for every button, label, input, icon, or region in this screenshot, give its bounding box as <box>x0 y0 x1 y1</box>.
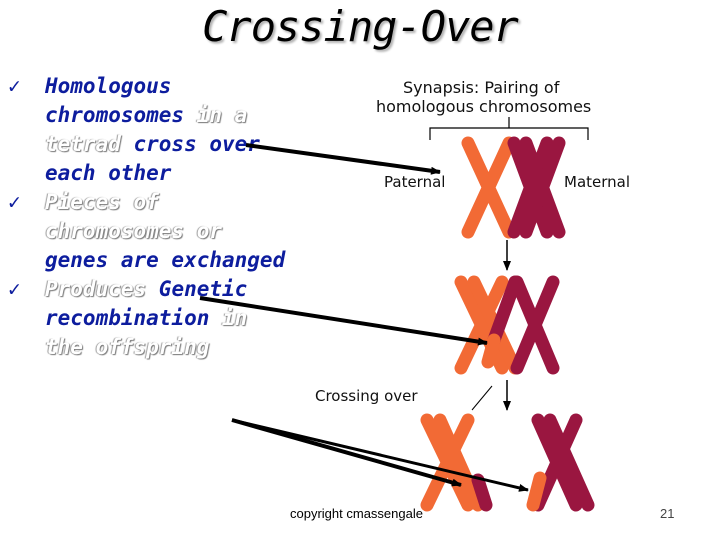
tetrad-synapsis <box>468 143 559 232</box>
exchanged-segment <box>478 480 486 505</box>
pointer-arrow-icon <box>246 145 440 172</box>
tetrad-crossing <box>461 282 553 368</box>
paternal-chromosome <box>468 143 509 232</box>
maternal-chromosome <box>517 282 553 368</box>
pointer-arrow-icon <box>200 298 487 343</box>
page-number: 21 <box>660 506 674 521</box>
exchanged-segment <box>488 340 494 362</box>
pointer-arrow-icon <box>232 420 528 490</box>
exchanged-segment <box>533 478 540 505</box>
copyright-footer: copyright cmassengale <box>290 506 423 521</box>
pointer-line <box>472 386 492 410</box>
recombined-chromosomes <box>427 420 588 505</box>
